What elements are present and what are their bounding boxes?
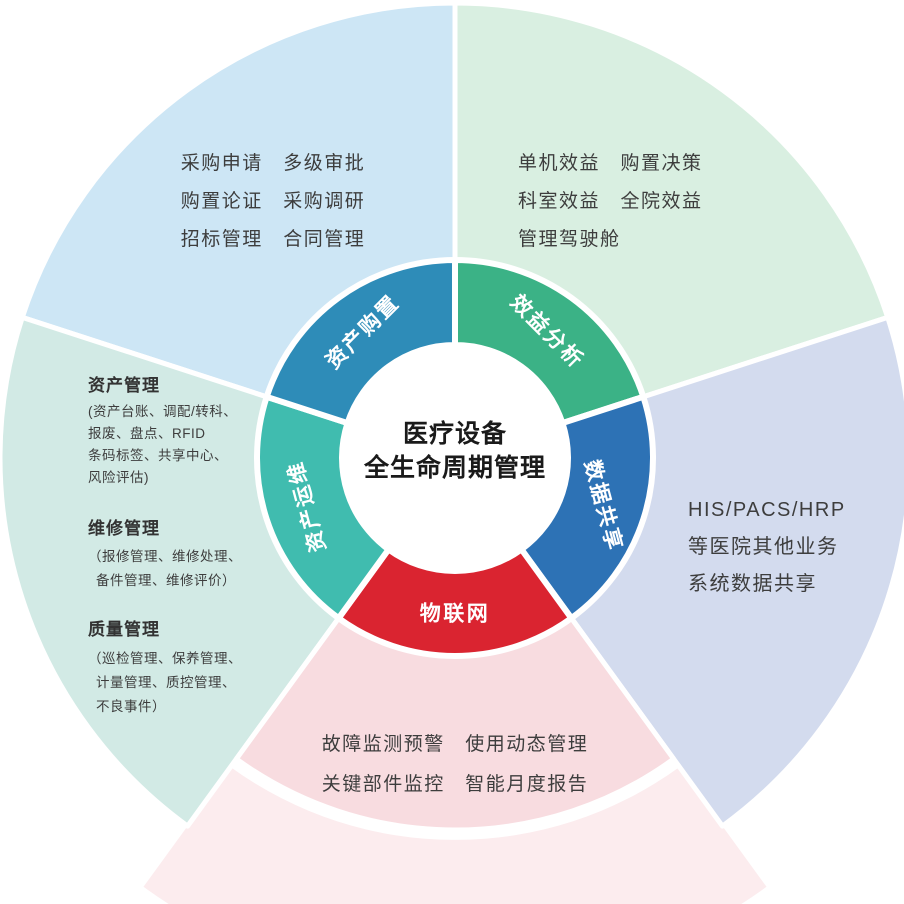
center-title-line1: 医疗设备: [403, 419, 507, 448]
data-line: HIS/PACS/HRP: [688, 499, 846, 521]
benefit-line: 单机效益 购置决策: [518, 152, 703, 174]
benefit-line: 管理驾驶舱: [518, 228, 621, 250]
acquisition-line: 购置论证 采购调研: [181, 190, 366, 212]
data-line: 系统数据共享: [688, 572, 817, 595]
operations-group-detail: 风险评估): [88, 470, 149, 485]
iot-outer-arc-band: [143, 767, 767, 904]
operations-group-detail: （巡检管理、保养管理、: [88, 651, 242, 666]
operations-group-detail: (资产台账、调配/转科、: [88, 404, 237, 419]
acquisition-line: 采购申请 多级审批: [181, 152, 366, 174]
iot-line: 关键部件监控 智能月度报告: [322, 773, 589, 795]
center-title-line2: 全生命周期管理: [363, 453, 546, 482]
iot-ring-label: 物联网: [420, 602, 491, 626]
center-circle: [342, 345, 568, 571]
acquisition-region-text: 采购申请 多级审批 购置论证 采购调研 招标管理 合同管理: [181, 152, 366, 250]
iot-line: 故障监测预警 使用动态管理: [322, 733, 589, 755]
operations-group-detail: 不良事件）: [96, 699, 166, 714]
operations-group-detail: 备件管理、维修评价）: [96, 572, 236, 588]
data-region-text: HIS/PACS/HRP 等医院其他业务 系统数据共享: [688, 499, 846, 595]
operations-group-title: 资产管理: [88, 375, 160, 395]
benefit-region-text: 单机效益 购置决策 科室效益 全院效益 管理驾驶舱: [518, 152, 703, 250]
operations-group-title: 质量管理: [88, 619, 160, 639]
operations-group-detail: 报废、盘点、RFID: [88, 425, 206, 441]
data-line: 等医院其他业务: [688, 535, 839, 558]
operations-group-detail: 条码标签、共享中心、: [88, 447, 228, 463]
acquisition-line: 招标管理 合同管理: [181, 228, 366, 250]
benefit-line: 科室效益 全院效益: [518, 190, 703, 212]
operations-region-text: 资产管理 (资产台账、调配/转科、 报废、盘点、RFID 条码标签、共享中心、 …: [88, 375, 242, 714]
iot-region-text: 故障监测预警 使用动态管理 关键部件监控 智能月度报告: [322, 733, 589, 795]
operations-group-title: 维修管理: [88, 518, 160, 538]
operations-group-detail: 计量管理、质控管理、: [96, 675, 236, 690]
operations-group-detail: （报修管理、维修处理、: [88, 549, 242, 564]
